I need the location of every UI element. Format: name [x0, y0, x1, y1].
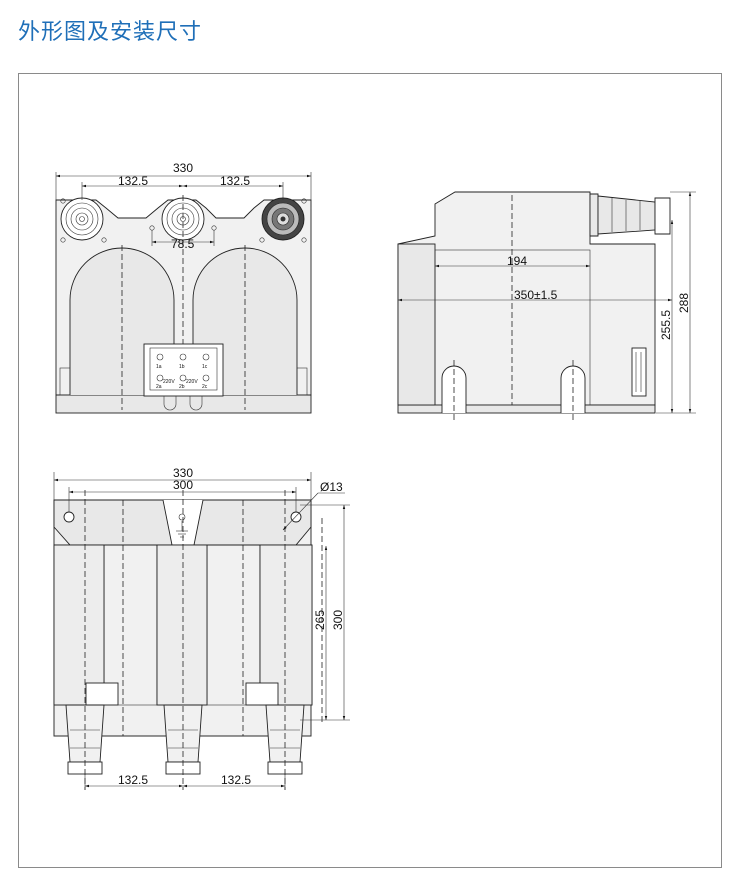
terminal-label-1b: 1b [179, 364, 185, 370]
side-dim-length: 350±1.5 [514, 288, 558, 302]
front-dim-left-pitch: 132.5 [118, 174, 148, 188]
terminal-label-2b: 2b [179, 384, 185, 390]
terminal-voltage-b: 220V [186, 379, 198, 385]
top-dim-holes: 300 [173, 478, 193, 492]
terminal-label-2a: 2a [156, 384, 162, 390]
top-dim-hole-dia: Ø13 [320, 480, 343, 494]
side-dim-height-inner: 255.5 [659, 310, 673, 340]
front-dim-right-pitch: 132.5 [220, 174, 250, 188]
side-dim-inner: 194 [507, 254, 527, 268]
terminal-voltage-a: 220V [163, 379, 175, 385]
terminal-label-2c: 2c [202, 384, 208, 390]
terminal-label-1c: 1c [202, 364, 208, 370]
side-dim-height: 288 [677, 293, 691, 313]
top-bushing-right [265, 704, 305, 775]
top-dim-width: 330 [173, 466, 193, 480]
ground-icon [176, 513, 188, 538]
top-dim-right-pitch: 132.5 [221, 773, 251, 787]
side-bushing [589, 193, 671, 237]
front-dim-center: 78.5 [171, 237, 195, 251]
front-view: 1a 1b 1c 2a 2b 2c 220V 220V 330 132.5 13… [55, 161, 312, 414]
top-view: 330 300 Ø13 265 300 132.5 132.5 [53, 466, 350, 790]
side-view: 194 350±1.5 255.5 288 [397, 191, 696, 420]
front-dim-width: 330 [173, 161, 193, 175]
top-dim-depth: 300 [331, 610, 345, 630]
page-title: 外形图及安装尺寸 [18, 20, 203, 45]
top-dim-depth-inner: 265 [313, 610, 327, 630]
terminal-box: 1a 1b 1c 2a 2b 2c 220V 220V [143, 343, 224, 411]
front-bushing-left [60, 197, 104, 241]
front-bushing-right [261, 197, 305, 241]
top-dim-left-pitch: 132.5 [118, 773, 148, 787]
terminal-label-1a: 1a [156, 364, 162, 370]
